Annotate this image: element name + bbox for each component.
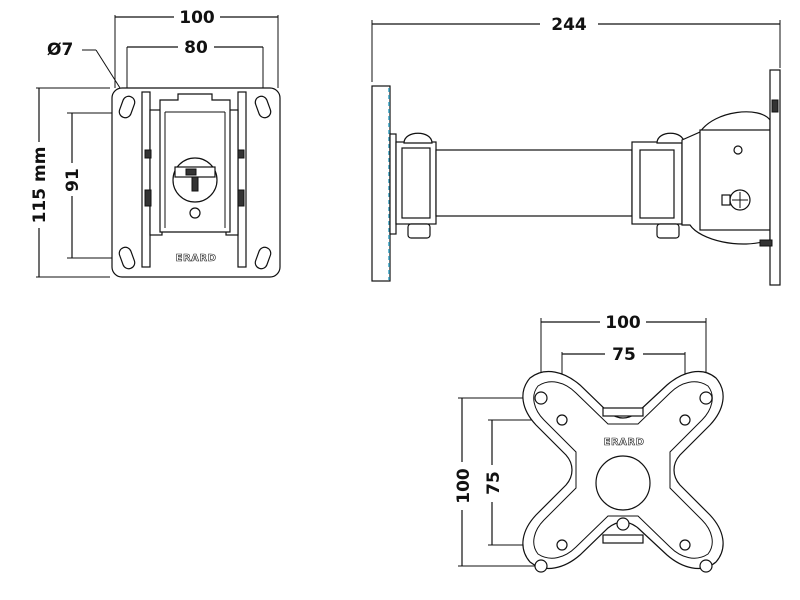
vesa-view: 100 75 100 75 ERARD <box>454 313 724 573</box>
front-height-outer-label: 115 mm <box>30 147 50 224</box>
vesa-brand-logo: ERARD <box>604 437 645 448</box>
vesa-height-inner-label: 75 <box>484 471 504 495</box>
vesa-width-inner-label: 75 <box>612 345 636 365</box>
hole-diameter-label: Ø7 <box>47 40 73 60</box>
slot-bottom-right <box>254 246 272 270</box>
arm <box>435 149 633 217</box>
slot-top-left <box>118 95 136 119</box>
front-width-inner-label: 80 <box>184 38 208 58</box>
front-view: 100 80 Ø7 115 mm 91 <box>30 8 281 278</box>
side-monitor-plate <box>769 69 781 286</box>
side-view: 244 <box>371 15 781 286</box>
front-brand-logo: ERARD <box>176 253 217 264</box>
side-depth-label: 244 <box>551 15 587 35</box>
slot-top-right <box>254 95 272 119</box>
slot-bottom-left <box>118 246 136 270</box>
front-width-outer-label: 100 <box>179 8 215 28</box>
vesa-center-hole <box>595 455 651 511</box>
vesa-width-outer-label: 100 <box>605 313 641 333</box>
front-height-inner-label: 91 <box>63 168 83 192</box>
vesa-height-outer-label: 100 <box>454 468 474 504</box>
side-wall-plate <box>371 85 391 282</box>
